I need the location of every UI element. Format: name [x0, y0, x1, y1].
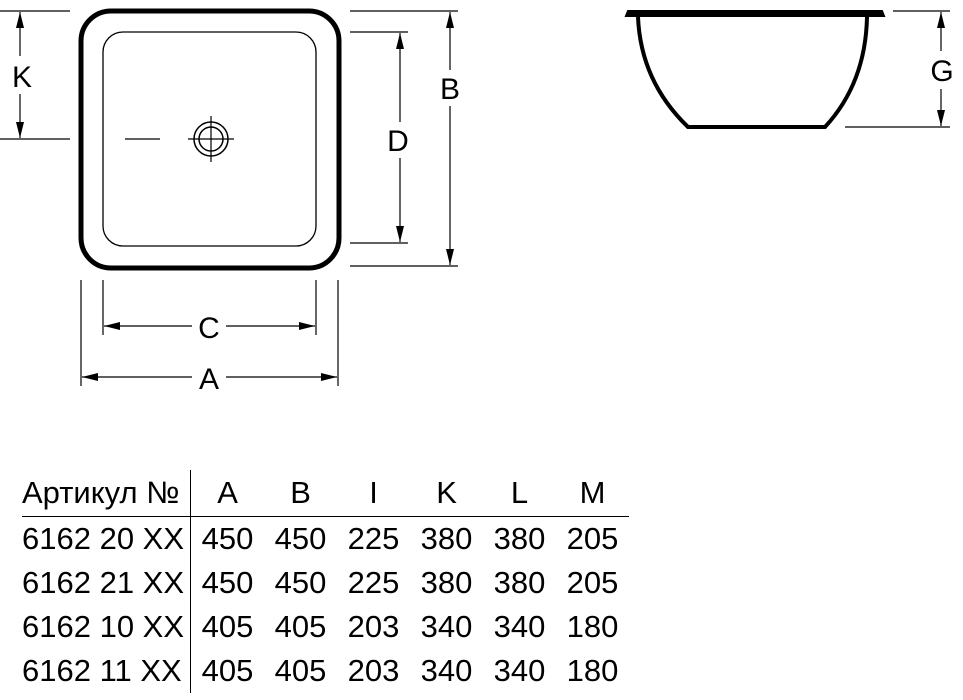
- table-cell: 340: [493, 653, 546, 688]
- label-c: C: [198, 312, 220, 345]
- table-row: 6162 21 XX 450 450 225 380 380 205: [22, 561, 629, 605]
- table-cell: 203: [347, 609, 400, 644]
- dimension-a: A: [80, 280, 339, 396]
- table-cell: 340: [420, 609, 473, 644]
- table-cell: 205: [566, 565, 619, 600]
- basin-side-rim: [624, 10, 886, 17]
- table-row: 6162 20 XX 450 450 225 380 380 205: [22, 516, 629, 561]
- header-l: L: [510, 475, 529, 510]
- table-cell: 450: [201, 565, 254, 600]
- table-cell: 340: [420, 653, 473, 688]
- table-cell: 405: [274, 609, 327, 644]
- header-i: I: [369, 475, 378, 510]
- dimensions-table: Артикул № A B I K L M 6162 20 XX 450 450…: [22, 470, 630, 693]
- table-cell: 180: [566, 653, 619, 688]
- table-cell: 380: [493, 521, 546, 556]
- table-row: 6162 10 XX 405 405 203 340 340 180: [22, 605, 629, 649]
- label-a: A: [199, 363, 219, 396]
- header-article: Артикул №: [22, 470, 192, 517]
- basin-side-view: [624, 10, 886, 129]
- label-b: B: [440, 73, 460, 106]
- dimension-b: B: [350, 10, 466, 267]
- table-cell: 405: [201, 609, 254, 644]
- table-cell: 405: [274, 653, 327, 688]
- table-cell: 225: [347, 565, 400, 600]
- table-cell: 450: [201, 521, 254, 556]
- technical-drawing: K D B C A: [0, 8, 959, 396]
- header-k: K: [436, 475, 457, 510]
- label-g: G: [930, 55, 953, 88]
- table-cell: 380: [420, 521, 473, 556]
- table-cell: 380: [420, 565, 473, 600]
- dimension-g: G: [845, 10, 959, 128]
- table-cell: 340: [493, 609, 546, 644]
- basin-side-bowl: [636, 16, 869, 129]
- label-d: D: [387, 125, 409, 158]
- label-k: K: [12, 61, 32, 94]
- header-b: B: [290, 475, 311, 510]
- drain-icon: [188, 116, 234, 162]
- table-cell: 205: [566, 521, 619, 556]
- article-number: 6162 21 XX: [22, 561, 192, 605]
- basin-outer-rim: [78, 8, 342, 271]
- table-header-row: Артикул № A B I K L M: [22, 470, 630, 517]
- table-cell: 203: [347, 653, 400, 688]
- article-number: 6162 11 XX: [22, 649, 192, 693]
- header-m: M: [579, 475, 606, 510]
- dimension-d: D: [350, 31, 415, 244]
- table-row: 6162 11 XX 405 405 203 340 340 180: [22, 649, 629, 693]
- dimension-c: C: [102, 280, 317, 345]
- table-cell: 450: [274, 565, 327, 600]
- table-cell: 405: [201, 653, 254, 688]
- table-cell: 180: [566, 609, 619, 644]
- table-cell: 225: [347, 521, 400, 556]
- header-a: A: [217, 475, 238, 510]
- basin-inner-bowl: [102, 31, 317, 247]
- dimension-k: K: [0, 10, 70, 140]
- article-number: 6162 10 XX: [22, 605, 192, 649]
- table-cell: 450: [274, 521, 327, 556]
- table-cell: 380: [493, 565, 546, 600]
- article-number: 6162 20 XX: [22, 516, 192, 561]
- basin-top-view: [78, 8, 342, 271]
